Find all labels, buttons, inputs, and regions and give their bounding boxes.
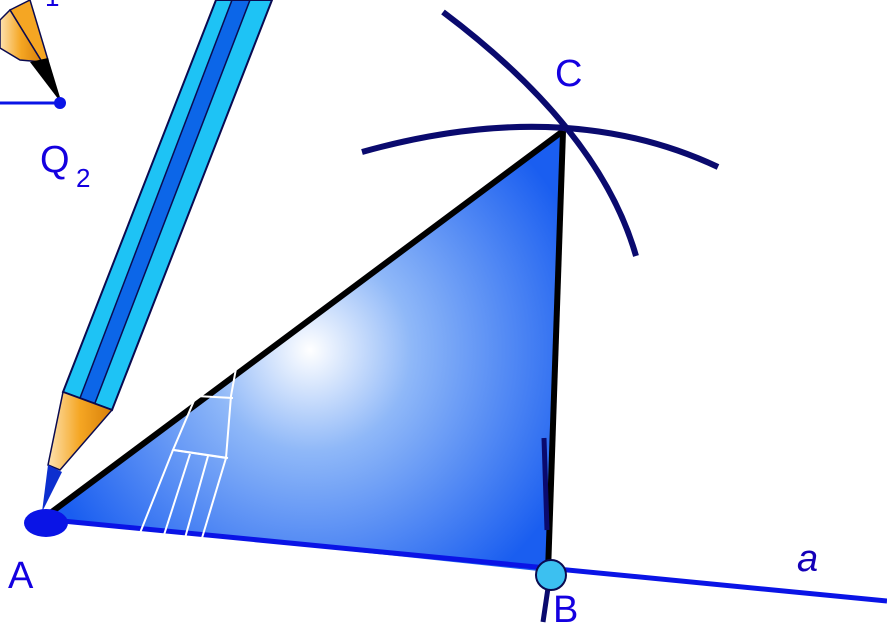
- label-a: A: [8, 555, 34, 597]
- side-ac: [43, 128, 565, 520]
- point-q2[interactable]: [54, 97, 66, 109]
- point-b[interactable]: [535, 559, 567, 591]
- point-a[interactable]: [24, 509, 68, 537]
- label-b: B: [553, 589, 578, 625]
- arc-mark-b-lower: [540, 587, 551, 623]
- label-c: C: [555, 53, 582, 95]
- compass-pencil-icon: [0, 0, 62, 104]
- triangle-fill: [45, 130, 562, 572]
- line-a: [41, 516, 887, 604]
- arc-mark-b-upper: [541, 437, 550, 531]
- label-q: Q: [40, 139, 70, 181]
- arc-from-b: [441, 9, 639, 257]
- label-q-subscript: 2: [76, 163, 90, 193]
- pencil-ghost-icon: [137, 360, 239, 539]
- pencil-icon: [42, 0, 274, 512]
- label-line-a: a: [797, 538, 818, 580]
- side-bc: [545, 130, 566, 573]
- arc-from-a: [361, 123, 720, 170]
- label-partial-subscript: 1: [45, 0, 59, 12]
